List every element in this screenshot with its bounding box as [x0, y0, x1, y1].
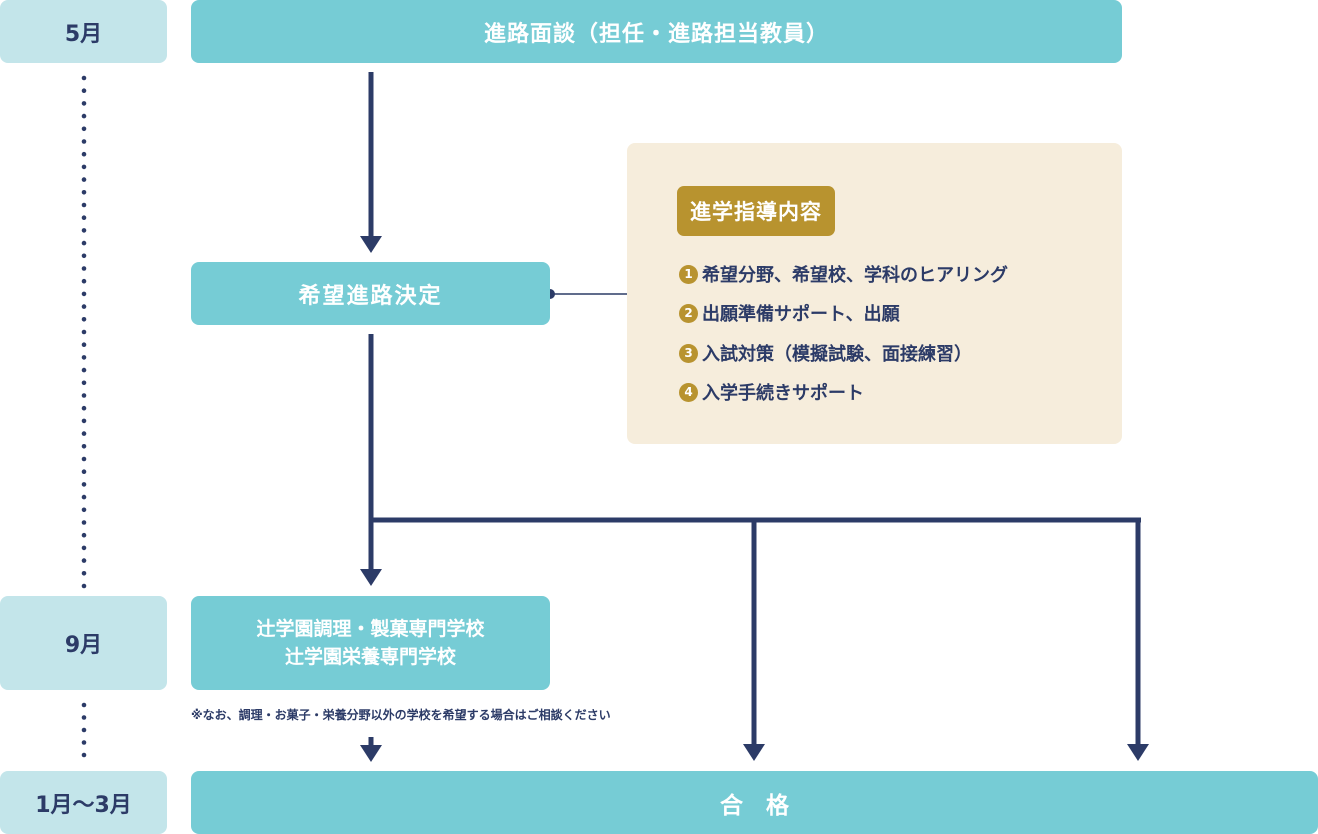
timeline-dot: [81, 507, 87, 513]
timeline-dot: [81, 355, 87, 360]
timeline-dot: [81, 126, 87, 132]
arrow-decision-to-school: [360, 334, 382, 586]
month-text-september: 9月: [64, 633, 103, 658]
timeline-dot: [81, 278, 87, 284]
school-name-nutrition: 辻学園栄養専門学校: [284, 646, 456, 668]
timeline-dot: [81, 215, 87, 220]
number-badge-icon: 2: [679, 303, 698, 323]
guidance-item: 1 希望分野、希望校、学科のヒアリング: [679, 261, 1008, 287]
number-badge-icon: 1: [679, 264, 698, 284]
timeline-dot: [81, 304, 87, 309]
arrow-interview-to-decision: [360, 72, 382, 253]
month-label-may: 5月: [0, 0, 167, 63]
guidance-item-text: 入学手続きサポート: [702, 383, 864, 404]
timeline-dot: [81, 752, 87, 758]
timeline-dot: [81, 740, 87, 745]
timeline-dot: [81, 558, 87, 563]
timeline-dot: [81, 532, 87, 538]
timeline-dot: [81, 342, 87, 348]
timeline-dot: [81, 88, 87, 93]
timeline-dot: [81, 329, 87, 335]
month-text-may: 5月: [64, 21, 103, 47]
timeline-dot: [81, 177, 87, 182]
step-career-decision: 希望進路決定: [191, 262, 550, 325]
timeline-dot: [81, 520, 87, 525]
step-tsuji-schools: 辻学園調理・製菓専門学校 辻学園栄養専門学校: [191, 596, 550, 690]
timeline-dot: [81, 393, 87, 398]
number-badge-icon: 4: [679, 382, 698, 402]
timeline-dot: [81, 317, 87, 322]
timeline-dot: [81, 240, 87, 246]
step-career-decision-label: 希望進路決定: [298, 283, 443, 309]
number-badge-icon: 3: [679, 343, 698, 363]
arrow-school-to-pass: [360, 737, 382, 762]
timeline-dot: [81, 494, 87, 500]
guidance-item: 4 入学手続きサポート: [679, 379, 864, 405]
timeline-dot: [81, 139, 87, 144]
timeline-dot: [81, 469, 87, 475]
step-pass: 合 格: [191, 771, 1318, 834]
timeline-dot: [81, 266, 87, 271]
timeline-dot: [81, 418, 87, 424]
guidance-item-text: 入試対策（模擬試験、面接練習）: [702, 344, 972, 365]
timeline-dot: [81, 291, 87, 297]
timeline-dot: [81, 405, 87, 411]
timeline-dots-upper: [81, 75, 87, 589]
step-pass-label: 合 格: [720, 792, 789, 819]
school-name-cooking: 辻学園調理・製菓専門学校: [256, 617, 485, 640]
arrow-branch-middle: [743, 518, 765, 761]
timeline-dot: [81, 253, 87, 259]
guidance-item-text: 希望分野、希望校、学科のヒアリング: [702, 265, 1008, 286]
guidance-connector: [545, 289, 627, 299]
arrow-branch-right: [1127, 518, 1149, 761]
timeline-dots-lower: [81, 702, 87, 758]
timeline-dot: [81, 583, 87, 589]
timeline-dot: [81, 228, 87, 233]
guidance-panel: 進学指導内容 1 希望分野、希望校、学科のヒアリング 2 出願準備サポート、出願…: [627, 143, 1122, 444]
guidance-title: 進学指導内容: [677, 186, 835, 236]
guidance-item: 3 入試対策（模擬試験、面接練習）: [679, 340, 972, 366]
timeline-dot: [81, 151, 87, 157]
step-career-interview-label: 進路面談（担任・進路担当教員）: [483, 21, 829, 47]
timeline-dot: [81, 113, 87, 119]
timeline-dot: [81, 702, 87, 708]
month-label-september: 9月: [0, 596, 167, 690]
timeline-dot: [81, 444, 87, 449]
timeline-dot: [81, 101, 87, 106]
timeline-dot: [81, 190, 87, 195]
timeline-dot: [81, 431, 87, 436]
timeline-dot: [81, 456, 87, 462]
timeline-dot: [81, 482, 87, 487]
timeline-dot: [81, 367, 87, 373]
month-label-jan-mar: 1月〜3月: [0, 771, 167, 834]
timeline-dot: [81, 380, 87, 386]
step-career-interview: 進路面談（担任・進路担当教員）: [191, 0, 1122, 63]
timeline-dot: [81, 571, 87, 576]
timeline-dot: [81, 75, 87, 81]
month-text-jan-mar: 1月〜3月: [35, 792, 132, 818]
timeline-dot: [81, 545, 87, 551]
timeline-dot: [81, 715, 87, 720]
timeline-dot: [81, 202, 87, 208]
timeline-dot: [81, 727, 87, 733]
guidance-item-text: 出願準備サポート、出願: [702, 304, 900, 325]
consultation-note: ※なお、調理・お菓子・栄養分野以外の学校を希望する場合はご相談ください: [191, 708, 611, 722]
timeline-dot: [81, 164, 87, 170]
guidance-item: 2 出願準備サポート、出願: [679, 300, 900, 326]
